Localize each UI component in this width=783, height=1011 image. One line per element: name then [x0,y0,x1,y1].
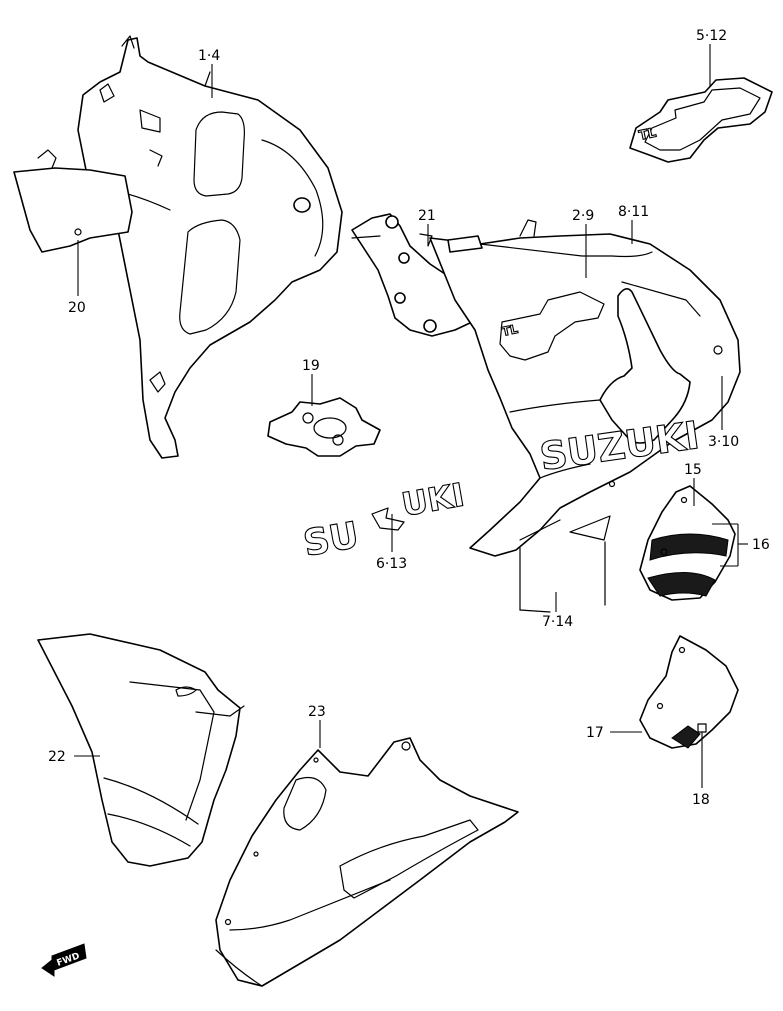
loose-suzuki-left: SU [300,515,361,565]
fairing-tl-text: TL [501,322,520,339]
callout-23: 23 [308,704,326,720]
callout-1-4: 1·4 [198,48,220,64]
callout-17: 17 [586,725,604,741]
loose-suzuki-right: UKI [399,476,467,524]
callout-19: 19 [302,358,320,374]
lower-fairing-plate [519,515,611,613]
callout-22: 22 [48,749,66,765]
gasket-seal [267,397,381,457]
callout-7-14: 7·14 [542,614,573,630]
callout-6-13: 6·13 [376,556,407,572]
side-bracket-panel [13,149,133,253]
loose-suzuki-decal: SU UKI [300,475,468,565]
callout-15: 15 [684,462,702,478]
under-cowling [215,737,519,987]
callout-labels: 1·4 5·12 20 21 2·9 8·11 19 3·10 15 16 6·… [48,28,770,808]
tl-decal-text: TL [638,126,658,144]
fwd-direction-badge: FWD [41,943,87,977]
inner-fairing-panel [77,35,343,459]
callout-16: 16 [752,537,770,553]
callout-2-9: 2·9 [572,208,594,224]
callout-3-10: 3·10 [708,434,739,450]
callout-18: 18 [692,792,710,808]
callout-21: 21 [418,208,436,224]
callout-5-12: 5·12 [696,28,727,44]
callout-8-11: 8·11 [618,204,649,220]
leader-lines [74,44,748,788]
front-side-fairing: TL SUZUKI [419,219,741,557]
side-duct-piece [639,485,736,601]
small-cover-piece [639,635,739,749]
inner-lower-panel [37,633,245,867]
callout-20: 20 [68,300,86,316]
tl-r-decal-top: TL [629,77,773,163]
